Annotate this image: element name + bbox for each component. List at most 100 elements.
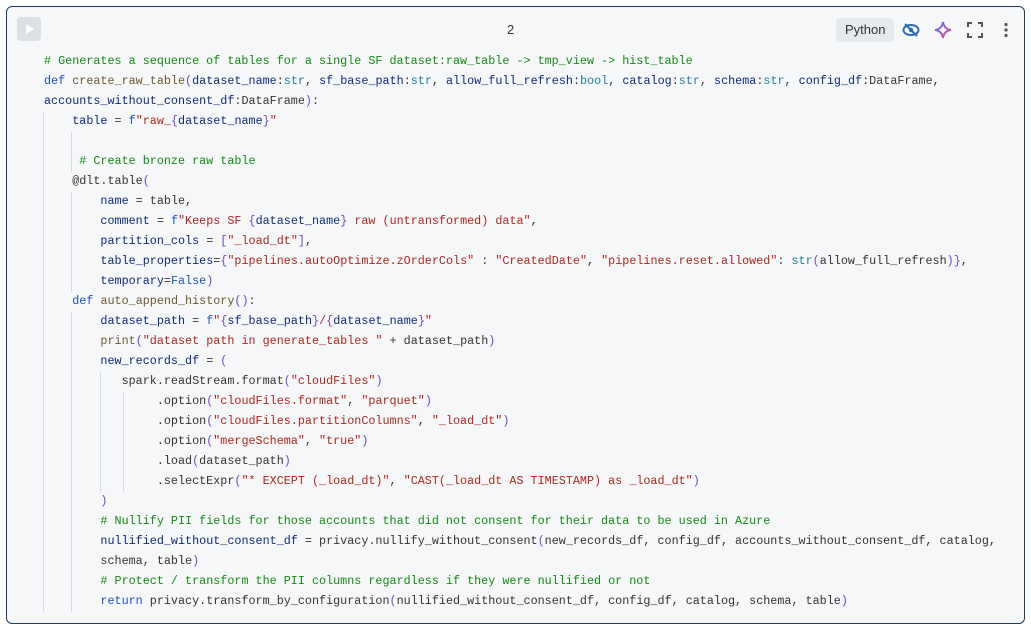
- code-token: :: [671, 74, 679, 88]
- code-token: (: [283, 374, 291, 388]
- code-token: (: [234, 474, 242, 488]
- language-selector[interactable]: Python: [836, 18, 895, 42]
- code-token: :: [276, 74, 284, 88]
- code-token: (: [537, 534, 545, 548]
- code-token: [44, 194, 100, 208]
- code-token: ): [206, 274, 214, 288]
- code-line: nullified_without_consent_df = privacy.n…: [44, 531, 996, 551]
- code-line: ): [44, 491, 996, 511]
- code-token: .option: [44, 394, 207, 408]
- code-token: ": [269, 114, 277, 128]
- code-token: ): [488, 334, 496, 348]
- assistant-sparkle-icon[interactable]: [932, 19, 954, 41]
- code-token: =: [163, 274, 171, 288]
- code-token: (: [192, 454, 200, 468]
- code-token: ,: [587, 254, 602, 268]
- code-token: =: [149, 214, 171, 228]
- code-token: "Keeps SF: [178, 214, 249, 228]
- code-token: {: [170, 114, 179, 128]
- indent-guide: [123, 392, 124, 492]
- code-line: return privacy.transform_by_configuratio…: [44, 591, 996, 611]
- code-token: [44, 154, 79, 168]
- hide-icon[interactable]: [900, 19, 922, 41]
- code-token: config_df: [798, 74, 863, 88]
- code-token: allow_full_refresh: [819, 254, 947, 268]
- code-token: allow_full_refresh: [446, 74, 573, 88]
- code-token: }: [262, 114, 270, 128]
- code-token: "mergeSchema": [213, 434, 305, 448]
- code-token: (: [185, 74, 193, 88]
- code-line: .option("cloudFiles.format", "parquet"): [44, 391, 996, 411]
- code-token: ,: [389, 474, 404, 488]
- code-token: bool: [580, 74, 609, 88]
- code-token: "* EXCEPT (_load_dt)": [241, 474, 390, 488]
- code-editor[interactable]: # Generates a sequence of tables for a s…: [44, 51, 996, 611]
- code-token: dataset_name: [333, 314, 418, 328]
- code-token: "dataset path in generate_tables ": [142, 334, 383, 348]
- code-token: table: [72, 114, 108, 128]
- code-token: [44, 574, 100, 588]
- code-token: (): [234, 294, 249, 308]
- code-token: ,: [304, 74, 320, 88]
- code-token: ,: [699, 74, 715, 88]
- run-cell-button[interactable]: [17, 17, 41, 41]
- code-token: ): [692, 474, 700, 488]
- code-token: ,: [304, 434, 320, 448]
- code-line: def create_raw_table(dataset_name:str, s…: [44, 71, 996, 91]
- code-token: }: [340, 214, 348, 228]
- code-token: [44, 214, 100, 228]
- code-token: [44, 274, 100, 288]
- code-token: return: [100, 594, 150, 608]
- code-token: "CAST(_load_dt AS TIMESTAMP) as _load_dt…: [403, 474, 693, 488]
- code-line: # Protect / transform the PII columns re…: [44, 571, 996, 591]
- code-token: )}: [946, 254, 961, 268]
- code-token: = privacy.nullify_without_consent: [297, 534, 538, 548]
- code-line: print("dataset path in generate_tables "…: [44, 331, 996, 351]
- code-token: str: [763, 74, 785, 88]
- notebook-cell[interactable]: 2 Python # Generates a sequence of table…: [6, 6, 1025, 624]
- code-token: sf_base_path: [227, 314, 313, 328]
- code-token: ": [213, 314, 221, 328]
- expand-icon[interactable]: [964, 19, 986, 41]
- code-token: print: [100, 334, 136, 348]
- code-token: [44, 294, 72, 308]
- more-options-icon[interactable]: [995, 19, 1017, 41]
- code-token: ,: [784, 74, 799, 88]
- code-line: comment = f"Keeps SF {dataset_name} raw …: [44, 211, 996, 231]
- code-token: def: [44, 74, 73, 88]
- code-token: new_records_df, config_df, accounts_with…: [544, 534, 996, 548]
- code-token: = table,: [128, 194, 193, 208]
- code-line: .option("mergeSchema", "true"): [44, 431, 996, 451]
- code-token: .option: [44, 434, 207, 448]
- code-token: nullified_without_consent_df: [100, 534, 298, 548]
- code-token: comment: [100, 214, 150, 228]
- code-token: (: [135, 334, 143, 348]
- code-token: [44, 594, 100, 608]
- code-token: ): [361, 434, 369, 448]
- code-token: spark.readStream.format: [44, 374, 284, 388]
- indent-guide: [71, 312, 72, 612]
- code-token: :: [777, 254, 792, 268]
- code-token: catalog: [622, 74, 672, 88]
- code-token: create_raw_table: [72, 74, 186, 88]
- code-token: def: [72, 294, 101, 308]
- code-line: .option("cloudFiles.partitionColumns", "…: [44, 411, 996, 431]
- code-token: "raw_: [135, 114, 171, 128]
- code-token: name: [100, 194, 129, 208]
- code-token: [44, 134, 51, 148]
- code-token: "_load_dt": [431, 414, 503, 428]
- code-token: f: [206, 314, 214, 328]
- code-token: :: [572, 74, 580, 88]
- code-token: }: [312, 314, 320, 328]
- code-token: # Protect / transform the PII columns re…: [100, 574, 651, 588]
- code-token: str: [410, 74, 432, 88]
- code-token: dataset_path: [100, 314, 186, 328]
- code-line: @dlt.table(: [44, 171, 996, 191]
- code-token: {: [326, 314, 334, 328]
- code-token: [44, 514, 100, 528]
- code-token: (: [220, 354, 228, 368]
- code-token: }: [417, 314, 425, 328]
- indent-guide: [100, 372, 101, 492]
- code-token: "pipelines.reset.allowed": [601, 254, 778, 268]
- code-token: :: [248, 294, 256, 308]
